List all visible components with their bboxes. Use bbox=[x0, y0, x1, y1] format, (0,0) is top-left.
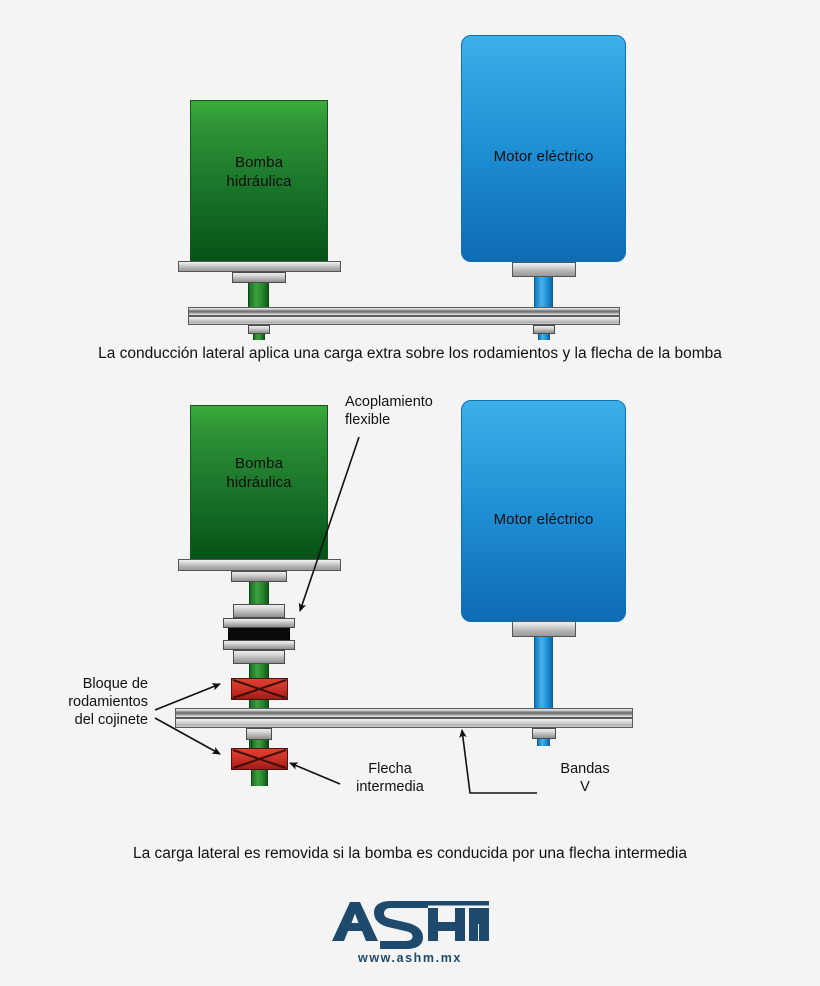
intermediate-shaft-tail bbox=[251, 770, 268, 786]
callout-leaders bbox=[154, 436, 537, 794]
intermediate-pulley-hub bbox=[246, 728, 272, 740]
coupling-disc-lower bbox=[223, 640, 295, 650]
motor-body-top: Motor eléctrico bbox=[461, 35, 626, 262]
callout-v-belts: Bandas V bbox=[560, 761, 610, 796]
ashm-wordmark-icon bbox=[332, 901, 489, 949]
pump-label-top: Bomba hidráulica bbox=[226, 154, 292, 191]
callout-intermediate-shaft: Flecha intermedia bbox=[356, 761, 424, 796]
coupling-disc-upper bbox=[223, 618, 295, 628]
leader-intermediate-shaft bbox=[289, 762, 341, 785]
bearing-x-icon bbox=[232, 679, 287, 699]
v-belt-upper-bottom bbox=[175, 708, 633, 718]
v-belt-lower-top bbox=[188, 316, 620, 325]
leader-bearing-lower bbox=[154, 717, 221, 755]
pump-flange-top bbox=[232, 272, 286, 283]
callout-bearing-block: Bloque de rodamientos del cojinete bbox=[68, 676, 148, 729]
pump-label-bottom: Bomba hidráulica bbox=[226, 455, 292, 492]
bearing-block-upper-graphic bbox=[231, 678, 288, 700]
diagram-bottom: Bomba hidráulica bbox=[0, 385, 820, 815]
coupling-elastomer-band bbox=[228, 628, 290, 640]
motor-pulley-hub-bottom bbox=[532, 728, 556, 739]
pump-body-top: Bomba hidráulica bbox=[190, 100, 328, 262]
coupling-hub-upper bbox=[233, 604, 285, 618]
motor-body-bottom: Motor eléctrico bbox=[461, 400, 626, 622]
bearing-x-icon bbox=[232, 749, 287, 769]
diagram-top: Bomba hidráulica Motor eléctrico bbox=[0, 0, 820, 340]
pump-shaft-bottom bbox=[249, 582, 269, 604]
motor-label-bottom: Motor eléctrico bbox=[493, 511, 594, 528]
bearing-block-lower-graphic bbox=[231, 748, 288, 770]
pump-base-plate-top bbox=[178, 261, 341, 272]
motor-label-top: Motor eléctrico bbox=[493, 148, 594, 165]
ashm-logo: www.ashm.mx bbox=[0, 898, 820, 965]
leader-bearing-upper bbox=[154, 683, 221, 711]
motor-shaft-bottom bbox=[534, 637, 553, 708]
motor-base-plate-top bbox=[512, 262, 576, 277]
pump-body-bottom: Bomba hidráulica bbox=[190, 405, 328, 560]
pump-shaft-top bbox=[248, 283, 269, 309]
pump-base-plate-bottom bbox=[178, 559, 341, 571]
motor-shaft-top bbox=[534, 277, 553, 309]
v-belt-upper-top bbox=[188, 307, 620, 316]
leader-v-belts bbox=[459, 729, 537, 794]
leader-coupling bbox=[298, 436, 360, 612]
motor-pulley-hub-top bbox=[533, 325, 555, 334]
caption-top: La conducción lateral aplica una carga e… bbox=[98, 345, 722, 362]
motor-shaft-stub-bottom bbox=[537, 739, 550, 746]
callout-coupling: Acoplamiento flexible bbox=[345, 394, 433, 429]
motor-base-plate-bottom bbox=[512, 621, 576, 637]
coupling-hub-lower bbox=[233, 650, 285, 664]
intermediate-shaft-mid bbox=[251, 740, 268, 748]
caption-bottom: La carga lateral es removida si la bomba… bbox=[132, 845, 687, 862]
motor-shaft-stub-top bbox=[538, 334, 550, 340]
pump-shaft-stub-top bbox=[253, 334, 265, 340]
pump-flange-bottom bbox=[231, 571, 287, 582]
pump-pulley-hub-top bbox=[248, 325, 270, 334]
v-belt-lower-bottom bbox=[175, 718, 633, 728]
ashm-url: www.ashm.mx bbox=[358, 951, 462, 965]
